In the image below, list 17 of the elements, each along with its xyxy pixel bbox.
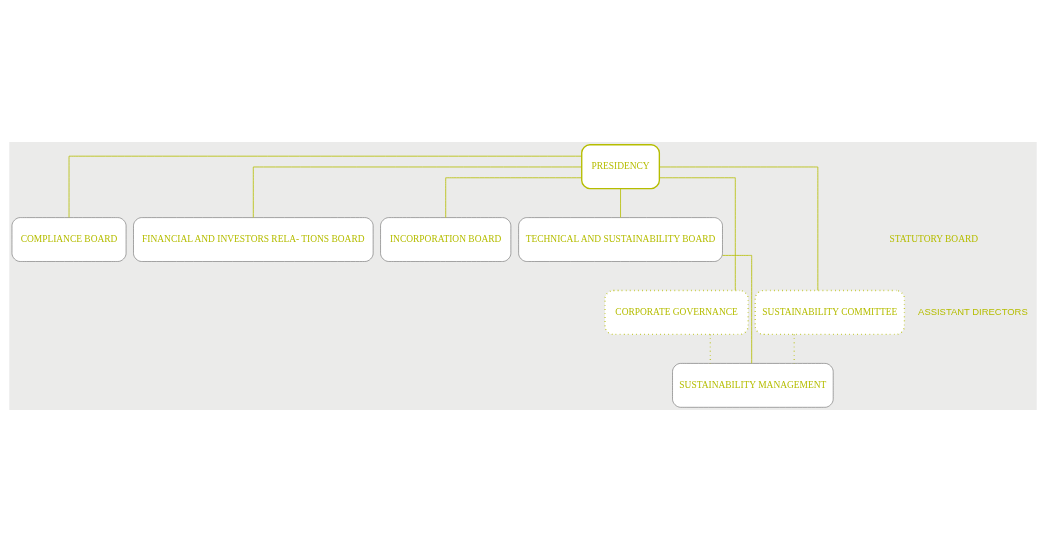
connector	[68, 155, 582, 218]
connector	[445, 177, 582, 218]
node-box: CORPORATE GOVERNANCE	[604, 289, 749, 336]
connector	[659, 177, 736, 291]
node-box: FINANCIAL AND INVESTORS RELA- TIONS BOARD	[133, 217, 374, 262]
connector	[659, 166, 819, 291]
connector	[620, 188, 621, 218]
node-box: INCORPORATION BOARD	[380, 217, 512, 262]
node-box: SUSTAINABILITY MANAGEMENT	[672, 363, 834, 408]
node-box: PRESIDENCY	[581, 144, 661, 190]
connector	[722, 255, 753, 364]
node-box: COMPLIANCE BOARD	[11, 217, 127, 262]
node-box: SUSTAINABILITY COMMITTEE	[754, 289, 906, 336]
label: ASSISTANT DIRECTORS	[918, 305, 1028, 317]
label: STATUTORY BOARD	[889, 234, 979, 245]
connector	[252, 166, 582, 218]
node-box: TECHNICAL AND SUSTAINABILITY BOARD	[518, 217, 723, 262]
